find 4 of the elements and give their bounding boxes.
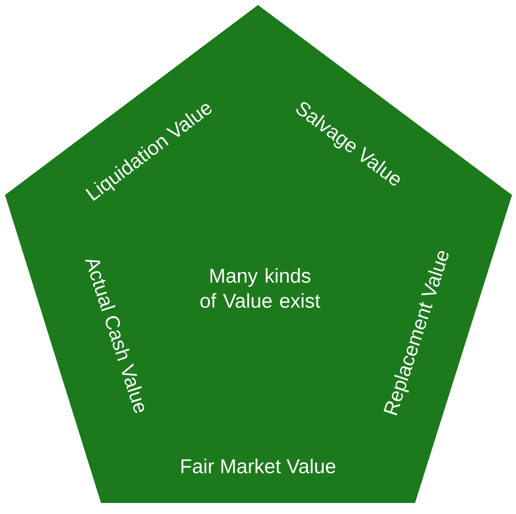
- value-label: Actual Cash Value: [85, 260, 144, 413]
- pentagon: [5, 5, 512, 503]
- center-text: Many kinds of Value exist: [200, 268, 320, 308]
- value-label: Fair Market Value: [181, 458, 336, 474]
